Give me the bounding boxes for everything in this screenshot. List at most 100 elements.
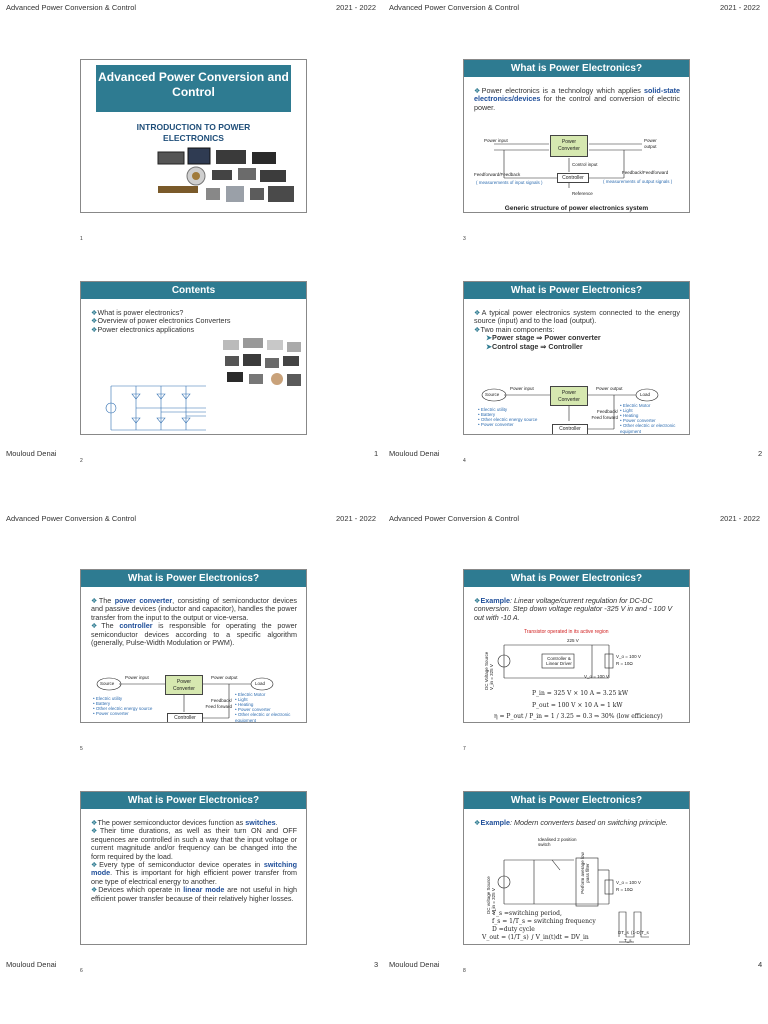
- slide-1: Advanced Power Conversion and Control IN…: [80, 59, 307, 213]
- list-item: • Other electric or electronic equipment: [235, 712, 291, 723]
- bullet-icon: ❖: [474, 818, 481, 827]
- source-list: • Electric utility • Battery • Other ele…: [478, 407, 544, 427]
- slide-5: What is Power Electronics? ❖The power co…: [80, 569, 307, 723]
- list-item: • Power converter: [478, 422, 514, 427]
- load-resistance-label: R = 10Ω: [616, 661, 633, 666]
- slide-paragraph: ❖Power electronics is a technology which…: [474, 86, 680, 112]
- header-year: 2021 - 2022: [720, 514, 761, 523]
- switching-converter-circuit: [497, 857, 649, 943]
- footer-page-number: 1: [374, 449, 379, 458]
- slide-paragraph: ❖The power converter, consisting of semi…: [91, 596, 297, 648]
- slide-title: What is Power Electronics?: [464, 60, 689, 77]
- inverter-circuit-diagram: [105, 385, 206, 431]
- footer-author: Mouloud Denai: [389, 449, 440, 458]
- header-course-title: Advanced Power Conversion & Control: [6, 3, 137, 12]
- slide-number: 1: [80, 236, 83, 242]
- list-item: • Heating: [235, 702, 254, 707]
- list-item: ❖Power electronics applications: [91, 324, 195, 334]
- feedforward-left-sublabel: ( measurements of input signals ): [476, 180, 543, 185]
- on-time-label: DT_s: [618, 930, 629, 935]
- slide-number: 3: [463, 236, 466, 242]
- voltage-drop-label: 225 V: [567, 638, 579, 643]
- bullet-icon: ❖: [91, 885, 99, 895]
- bullet-icon: ❖: [91, 596, 99, 605]
- list-item: • Power converter: [620, 418, 656, 423]
- feedforward-left-label: Feedforward/Feedback: [474, 172, 521, 177]
- switch-label: Idealised 2 position switch: [538, 837, 577, 847]
- list-item: • Electric Motor: [620, 403, 651, 408]
- bullet-icon: ❖: [91, 308, 98, 317]
- output-voltage-label: V_o = 100 V: [616, 654, 641, 659]
- off-time-label: (1-D)T_s: [631, 930, 649, 935]
- slide-7: What is Power Electronics? ❖Example: Lin…: [463, 569, 690, 723]
- list-item: • Other electric or electronic equipment: [620, 423, 676, 434]
- list-item: • Electric utility: [478, 407, 508, 412]
- power-input-label: Power input: [510, 386, 534, 391]
- slide-number: 7: [463, 746, 466, 752]
- arrow-bullet-icon: ➤: [486, 341, 493, 351]
- list-item: • Other electric energy source: [478, 417, 538, 422]
- reference-label: Reference: [572, 191, 593, 196]
- output-voltage-label-bottom: V_o = 100 V: [584, 674, 609, 679]
- efficiency-formula: η = P_out / P_in = 1 / 3.25 = 0.3 ⇒ 30% …: [494, 713, 663, 720]
- source-label: Source: [485, 392, 500, 397]
- feedback-right-label: Feedback/Feedforward: [622, 170, 669, 175]
- power-converter-block: Power Converter: [550, 135, 588, 157]
- slide-6: What is Power Electronics? ❖The power se…: [80, 791, 307, 945]
- bullet-icon: ❖: [474, 86, 482, 95]
- arrow-bullet-icon: ➤: [486, 333, 493, 343]
- slide-paragraph: ❖A typical power electronics system conn…: [474, 308, 680, 351]
- list-item: ❖Overview of power electronics Converter…: [91, 316, 231, 326]
- slide-number: 5: [80, 746, 83, 752]
- slide-number: 2: [80, 458, 83, 464]
- slide-number: 4: [463, 458, 466, 464]
- slide-title: What is Power Electronics?: [464, 282, 689, 299]
- list-item: • Battery: [478, 412, 496, 417]
- list-item: • Other electric energy source: [93, 706, 153, 711]
- transistor-note: Transistor operated in its active region: [524, 629, 609, 635]
- slide-title: What is Power Electronics?: [464, 570, 689, 587]
- source-label: Source: [100, 681, 115, 686]
- bullet-icon: ❖: [474, 324, 481, 334]
- power-output-label: Power output: [644, 138, 657, 149]
- linear-regulator-circuit: [497, 644, 614, 679]
- system-diagram-lines: [481, 388, 659, 430]
- slide-paragraph: ❖Example: Linear voltage/current regulat…: [474, 596, 673, 622]
- power-devices-photo: [157, 147, 294, 202]
- bullet-icon: ❖: [474, 308, 482, 317]
- bullet-icon: ❖: [91, 316, 98, 326]
- controller-block: Controller: [552, 424, 588, 434]
- controller-driver-label: Controller & Linear Driver: [546, 656, 572, 666]
- controller-block: Controller: [167, 713, 203, 722]
- control-input-label: Control input: [572, 162, 598, 167]
- footer-author: Mouloud Denai: [6, 449, 57, 458]
- slide-number: 8: [463, 968, 466, 974]
- slide-title: What is Power Electronics?: [81, 570, 306, 587]
- list-item: • Heating: [620, 413, 639, 418]
- contents-list: ❖What is power electronics? ❖Overview of…: [91, 308, 231, 334]
- slide-paragraph: ❖Example: Modern converters based on swi…: [474, 818, 668, 827]
- slide-8: What is Power Electronics? ❖Example: Mod…: [463, 791, 690, 945]
- header-course-title: Advanced Power Conversion & Control: [389, 514, 520, 523]
- output-power-formula: P_out = 100 V × 10 A = 1 kW: [532, 702, 623, 709]
- slide-4: What is Power Electronics? ❖A typical po…: [463, 281, 690, 435]
- load-list: • Electric Motor • Light • Heating • Pow…: [235, 692, 301, 723]
- slide-paragraph: ❖The power semiconductor devices functio…: [91, 818, 297, 903]
- header-course-title: Advanced Power Conversion & Control: [6, 514, 137, 523]
- low-pass-filter-label: Perform average low pass filter: [580, 852, 590, 894]
- slide-title: What is Power Electronics?: [464, 792, 689, 809]
- output-voltage-label: V_o = 100 V: [616, 880, 641, 885]
- input-power-formula: P_in = 325 V × 10 A = 3.25 kW: [532, 690, 628, 697]
- footer-page-number: 3: [374, 960, 379, 969]
- slide-2: Contents ❖What is power electronics? ❖Ov…: [80, 281, 307, 435]
- load-resistance-label: R = 10Ω: [616, 887, 633, 892]
- dc-source-label: DC Voltage Source V_in = 325 V: [484, 651, 494, 690]
- header-course-title: Advanced Power Conversion & Control: [389, 3, 520, 12]
- figure-caption: Generic structure of power electronics s…: [504, 205, 649, 212]
- bullet-icon: ❖: [91, 826, 100, 836]
- list-item: • Power converter: [93, 711, 129, 716]
- switching-period-formula: T_s =switching period,: [492, 910, 562, 917]
- list-item: • Electric Motor: [235, 692, 266, 697]
- list-item: • Light: [620, 408, 633, 413]
- system-diagram-lines: [96, 677, 274, 719]
